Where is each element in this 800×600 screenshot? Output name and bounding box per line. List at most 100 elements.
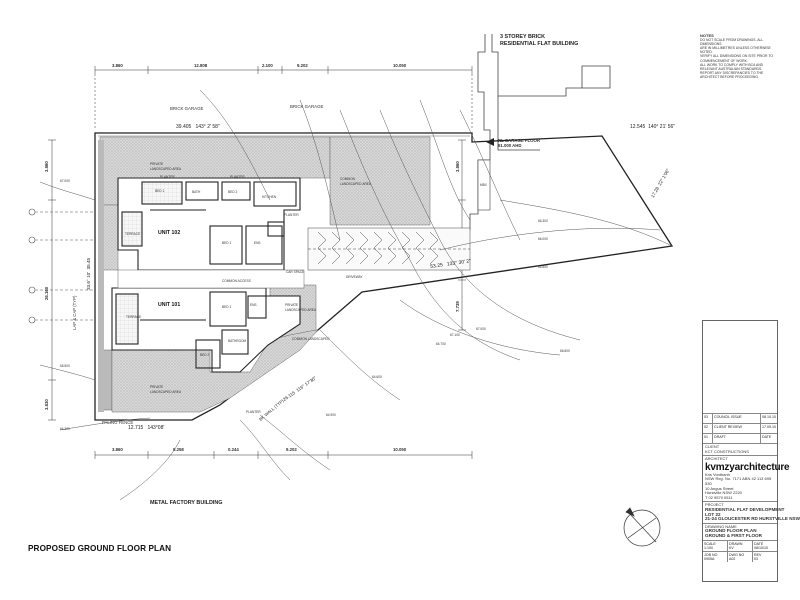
- svg-text:COMMON ACCESS: COMMON ACCESS: [222, 279, 251, 283]
- svg-text:MBX: MBX: [480, 183, 488, 187]
- date-label: DATE: [754, 541, 764, 546]
- svg-text:66.800: 66.800: [560, 349, 570, 353]
- unit-101-building: [111, 287, 301, 373]
- job-label: JOB NO: [704, 552, 718, 557]
- notes-line: DO NOT SCALE FROM DRAWINGS. ALL DIMENSIO…: [700, 38, 764, 47]
- rev-value: 03: [754, 556, 758, 561]
- svg-text:PRIVATE: PRIVATE: [150, 385, 163, 389]
- dim-right-2: 7.739: [455, 301, 460, 312]
- notes-line: REPORT ANY DISCREPANCIES TO THE: [700, 70, 764, 75]
- boundary-top-label: 39.405 143° 2' 58": [176, 124, 220, 130]
- svg-text:BED 1: BED 1: [155, 189, 164, 193]
- dim-top-3: 2.100: [262, 63, 273, 68]
- firm-reg: NSW Reg. No. 7171 ABN 42 113 695 530: [705, 476, 772, 486]
- notes-line: VERIFY ALL DIMENSIONS ON SITE PRIOR TO: [700, 54, 773, 59]
- notes-line: ARCHITECT BEFORE PROCEEDING.: [700, 74, 759, 79]
- svg-text:BED 1: BED 1: [222, 241, 231, 245]
- svg-text:67.000: 67.000: [60, 179, 70, 183]
- svg-text:64.600: 64.600: [372, 375, 382, 379]
- dim-top-5: 10.050: [393, 63, 407, 68]
- notes-line: COMMENCEMENT OF WORK.: [700, 58, 748, 63]
- project-name: RESIDENTIAL FLAT DEVELOPMENT LOT 22 21-2…: [705, 506, 800, 522]
- firm-sub: Kris Vonthanh: [705, 471, 730, 477]
- revision-text: DRAFT: [713, 434, 761, 443]
- revision-text: COUNCIL ISSUE: [713, 414, 761, 423]
- svg-text:PRIVATE: PRIVATE: [285, 303, 298, 307]
- dim-top-4: 9.202: [297, 63, 308, 68]
- svg-text:PLANTER: PLANTER: [230, 175, 245, 179]
- revision-date: 17.09.10: [762, 425, 776, 429]
- boundary-top-right-label: 12.545 140° 21' 56": [630, 124, 676, 130]
- grid-markers-left: [28, 208, 95, 324]
- north-arrow-icon: [623, 507, 661, 547]
- revision-text: CLIENT REVIEW: [713, 424, 761, 433]
- svg-text:67.000: 67.000: [476, 327, 486, 331]
- svg-text:LANDSCAPED AREA: LANDSCAPED AREA: [150, 390, 182, 394]
- svg-text:COMMON LANDSCAPED: COMMON LANDSCAPED: [292, 337, 330, 341]
- svg-text:LANDSCAPED AREA: LANDSCAPED AREA: [285, 308, 317, 312]
- revision-row: 01 DRAFT DATE: [703, 433, 777, 443]
- svg-text:64.300: 64.300: [60, 427, 70, 431]
- drawing-section: DRAWING NAME GROUND FLOOR PLAN GROUND & …: [703, 522, 777, 540]
- title-block: 03 COUNCIL ISSUE 08.10.10 02 CLIENT REVI…: [702, 320, 800, 582]
- svg-text:TERRACE: TERRACE: [125, 232, 140, 236]
- architect-section: ARCHITECT kvmzyarchitecture Kris Vonthan…: [703, 455, 790, 501]
- svg-text:BED 2: BED 2: [228, 190, 237, 194]
- drawn-value: KV: [729, 545, 734, 550]
- svg-text:KITCHEN: KITCHEN: [262, 195, 277, 199]
- neighbour-south-label: METAL FACTORY BUILDING: [150, 500, 223, 506]
- revision-number: 03: [703, 414, 713, 423]
- dim-top-1: 3.860: [112, 63, 123, 68]
- drawing-label: DRAWING NAME: [705, 523, 737, 529]
- notes-line: ALL WORK TO COMPLY WITH BCA AND: [700, 62, 764, 67]
- svg-text:PLANTER: PLANTER: [284, 213, 299, 217]
- svg-text:COMMON: COMMON: [340, 177, 356, 181]
- svg-text:PLANTER: PLANTER: [246, 410, 261, 414]
- site-boundary: [94, 132, 674, 421]
- neighbour-north-outline: [469, 34, 611, 230]
- boundary-left-label: 33.6° 10' 35.45: [86, 257, 91, 290]
- svg-text:66.300: 66.300: [538, 219, 548, 223]
- boundary-bottom-label: 12.715 143°08': [128, 425, 165, 431]
- svg-text:DRIVEWAY: DRIVEWAY: [346, 275, 364, 279]
- svg-text:67.100: 67.100: [450, 333, 460, 337]
- client-name: KCT CONSTRUCTIONS: [705, 448, 749, 454]
- dim-bottom-1: 3.860: [112, 447, 123, 452]
- svg-text:ENS: ENS: [250, 303, 257, 307]
- svg-text:TERRACE: TERRACE: [126, 315, 141, 319]
- svg-text:64.900: 64.900: [326, 413, 336, 417]
- drawn-label: DRAWN: [729, 541, 743, 546]
- general-notes: NOTES DO NOT SCALE FROM DRAWINGS. ALL DI…: [700, 33, 780, 79]
- firm-address: 10 Angus Street Hurstville NSW 2220 T 02…: [705, 485, 742, 500]
- paling-fence-label: PALING FENCE: [102, 420, 134, 425]
- svg-text:64.700: 64.700: [436, 342, 446, 346]
- spot-levels: 67.000 65.500 64.300 66.300 66.000 65.80…: [60, 179, 570, 431]
- dimension-lines-top: [94, 66, 473, 130]
- contour-lines: [39, 89, 673, 501]
- neighbour-north-label: 3 STOREY BRICK RESIDENTIAL FLAT BUILDING: [500, 34, 579, 47]
- dim-bottom-5: 10.050: [393, 447, 407, 452]
- unit-102-building: [117, 177, 301, 271]
- notes-line: RELEVANT AUSTRALIAN STANDARDS.: [700, 66, 763, 71]
- project-section: PROJECT RESIDENTIAL FLAT DEVELOPMENT LOT…: [703, 501, 800, 522]
- unit-102-label: UNIT 102: [158, 230, 181, 236]
- dim-bottom-4: 9.202: [286, 447, 297, 452]
- drawing-name: GROUND FLOOR PLAN GROUND & FIRST FLOOR: [705, 528, 762, 538]
- dim-left-2: 26.160: [44, 286, 49, 300]
- firm-logo: kvmzyarchitecture: [705, 461, 790, 473]
- svg-text:CAR SPACE: CAR SPACE: [286, 270, 304, 274]
- revision-number: 01: [703, 434, 713, 443]
- revision-date: DATE: [762, 435, 772, 439]
- dim-bottom-2: 9.258: [173, 447, 184, 452]
- lap-cap-label: LAP & CAP (TYP): [72, 295, 77, 330]
- architect-label: ARCHITECT: [705, 456, 728, 462]
- revision-date: 08.10.10: [762, 415, 776, 419]
